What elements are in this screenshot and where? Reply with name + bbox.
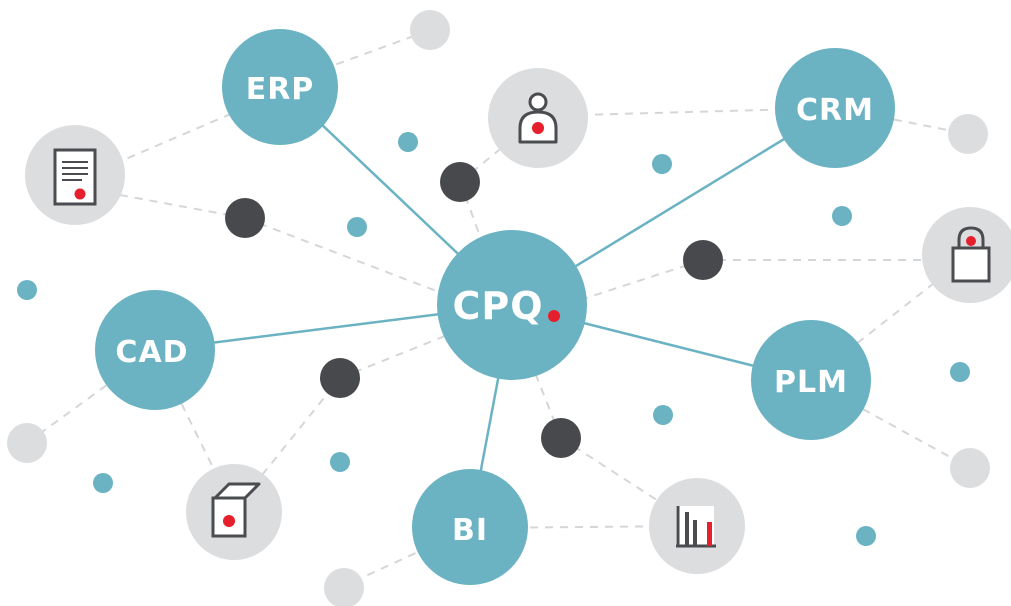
bar-chart-icon [676, 506, 716, 548]
node-bi-label: BI [452, 513, 488, 548]
teal-dot [347, 217, 367, 237]
dark-dot [225, 198, 265, 238]
node-cad: CAD [95, 290, 215, 410]
teal-dot [652, 154, 672, 174]
node-erp: ERP [222, 29, 338, 145]
teal-dot [398, 132, 418, 152]
teal-dot [832, 206, 852, 226]
node-erp-label: ERP [246, 72, 315, 107]
node-cpq-label: CPQ [452, 284, 543, 328]
teal-dot [856, 526, 876, 546]
dark-dot [320, 358, 360, 398]
node-crm: CRM [775, 48, 895, 168]
node-cad-label: CAD [115, 335, 188, 370]
node-cpq: CPQ [437, 230, 587, 380]
node-crm-label: CRM [796, 93, 874, 128]
peripheral-node [324, 568, 364, 606]
dark-dot [440, 162, 480, 202]
peripheral-node [7, 423, 47, 463]
cpq-accent-dot [548, 310, 560, 322]
box-icon [211, 482, 261, 538]
peripheral-node [948, 114, 988, 154]
box-node [186, 464, 282, 560]
bar-chart-node [649, 478, 745, 574]
user-icon [518, 92, 558, 144]
dark-dot [683, 240, 723, 280]
certificate-icon [53, 148, 97, 206]
node-plm: PLM [751, 320, 871, 440]
user-node [488, 68, 588, 168]
lock-icon [951, 226, 991, 283]
teal-dot [17, 280, 37, 300]
node-bi: BI [412, 469, 528, 585]
peripheral-node [950, 448, 990, 488]
teal-dot [330, 452, 350, 472]
teal-dot [950, 362, 970, 382]
node-plm-label: PLM [774, 365, 848, 400]
dark-dot [541, 418, 581, 458]
peripheral-node [410, 10, 450, 50]
teal-dot [653, 405, 673, 425]
teal-dot [93, 473, 113, 493]
certificate-node [25, 125, 125, 225]
lock-node [922, 207, 1011, 303]
